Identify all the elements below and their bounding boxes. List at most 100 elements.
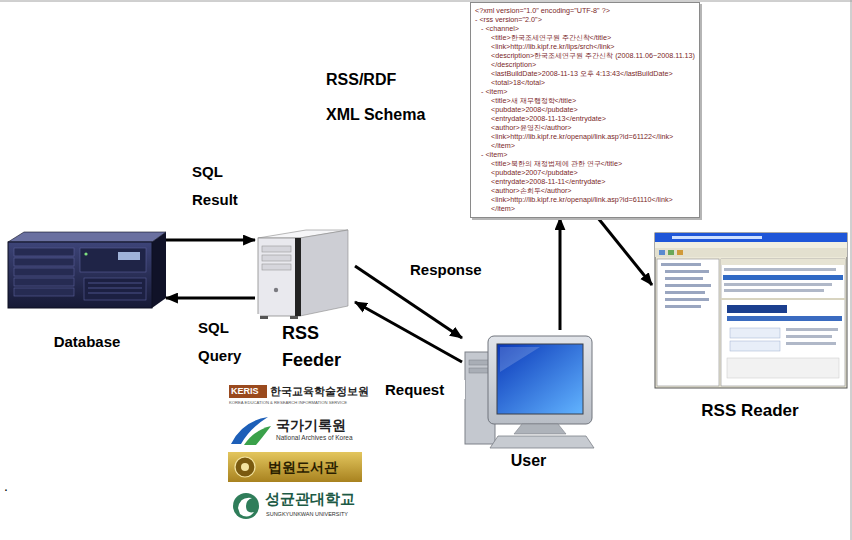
xml-line: <entrydate>2008-11-11</entrydate> (475, 177, 695, 186)
rss-reader-screenshot-part (672, 236, 762, 239)
skku-logo-mark-part (233, 493, 259, 519)
xml-line: </item> (475, 204, 695, 213)
rss-feeder-server-picture-part (258, 238, 300, 316)
xml-line: <link>http://lib.kipf.re.kr/lips/srch</l… (475, 42, 695, 51)
rss-reader-screenshot-part (727, 358, 839, 378)
user-computer-picture-part (490, 436, 594, 448)
keris-logo-mark (229, 385, 267, 398)
rss-reader-screenshot-part (655, 242, 847, 248)
database-server-picture-part (14, 248, 74, 256)
rss-reader-screenshot-part (724, 283, 832, 286)
xml-line: <?xml version="1.0" encoding="UTF-8" ?> (475, 6, 695, 15)
court-library-logo-band-part (241, 463, 249, 471)
database-server-picture-part (84, 252, 87, 255)
user-node: User (462, 330, 595, 473)
node-label: RSS Reader (652, 401, 848, 421)
frame-line-part (0, 1, 852, 2)
rss-feeder-server-picture-part (300, 230, 348, 316)
database-server-picture-part (118, 252, 140, 260)
skku-logo-mark-part (238, 498, 254, 517)
rss-reader-screenshot-part (665, 305, 701, 308)
database-server-picture-part (14, 288, 74, 296)
arrow-connector (166, 239, 255, 242)
keris-logo-mark-part (229, 385, 267, 398)
logo-text: KERIS (231, 386, 259, 397)
rss-reader-screenshot-part (665, 270, 709, 273)
rss-feeder-node: RSS Feeder (255, 228, 355, 376)
rss-reader-screenshot-part (786, 342, 836, 345)
rss-reader-screenshot-part (730, 328, 780, 338)
rss-reader-screenshot-part (659, 250, 665, 255)
rss-reader-screenshot-part (727, 316, 842, 321)
court-library-logo-band (228, 452, 362, 482)
rss-reader-screenshot-part (723, 275, 843, 280)
edge-label: SQL Result (192, 158, 254, 214)
rss-reader-screenshot-part (657, 259, 719, 386)
rss-feeder-server-picture-part (260, 316, 268, 319)
rss-feeder-server-picture-part (290, 316, 298, 319)
database-server-picture (8, 232, 166, 308)
xml-line: <title>새 재무행정학</title> (475, 96, 695, 105)
section-label: RSS/RDF (326, 70, 396, 89)
xml-line: <entrydate>2008-11-13</entrydate> (475, 114, 695, 123)
xml-line: - <item> (475, 150, 695, 159)
rss-reader-screenshot-part (786, 328, 838, 331)
logo-text: 법원도서관 (268, 459, 338, 476)
rss-reader-screenshot-part (665, 291, 705, 294)
xml-line: <lastBuildDate>2008-11-13 오후 4:13:43</la… (475, 69, 695, 78)
xml-line: <pubdate>2008</pubdate> (475, 105, 695, 114)
database-node: Database (8, 230, 166, 353)
database-server-picture-part (152, 232, 166, 308)
national-archives-logo-mark (231, 417, 271, 445)
frame-line-part (851, 0, 852, 540)
xml-line: - <item> (475, 87, 695, 96)
database-server-picture-part (14, 278, 74, 286)
rss-reader-screenshot-part (665, 284, 711, 287)
rss-reader-screenshot-part (724, 289, 824, 292)
rss-feeder-server-picture-part (295, 238, 301, 316)
rss-reader-screenshot-part (721, 259, 845, 265)
user-computer-picture-part (497, 344, 583, 414)
arrow-connector (166, 297, 255, 300)
xml-line: <description>한국조세연구원 주간신착 (2008.11.06~20… (475, 51, 695, 69)
user-computer-picture (465, 336, 594, 448)
rss-reader-screenshot-part (721, 298, 845, 300)
rss-reader-screenshot-part (665, 298, 709, 301)
edge-label: Request (385, 380, 465, 399)
arrow-connector (355, 302, 462, 362)
rss-feeder-server-picture-part (262, 246, 291, 252)
database-server-picture-part (14, 268, 74, 276)
logo-text: 한국교육학술정보원 (270, 385, 369, 398)
user-computer-picture-part (514, 424, 566, 434)
edge-label: SQL Query (198, 314, 260, 370)
rss-reader-screenshot-part (786, 335, 832, 338)
arrow-connector (598, 218, 652, 285)
rss-reader-screenshot-part (724, 268, 836, 271)
rss-reader-screenshot-part (655, 233, 847, 388)
database-server-picture-part (84, 278, 146, 300)
node-label: Database (8, 333, 166, 351)
xml-line: </item> (475, 141, 695, 150)
database-server-picture-part (88, 283, 142, 284)
xml-line: - <channel> (475, 24, 695, 33)
xml-line: <total>18</total> (475, 78, 695, 87)
rss-reader-screenshot-part (727, 305, 787, 313)
xml-document-box: <?xml version="1.0" encoding="UTF-8" ?> -… (470, 2, 700, 218)
user-computer-picture-part (500, 347, 540, 372)
node-label: User (462, 451, 595, 471)
logo-text: 국가기록원 (276, 417, 346, 434)
logo-subtext: SUNGKYUNKWAN UNIVERSITY (266, 511, 348, 518)
arrow-connector (559, 218, 562, 330)
user-computer-picture-part (488, 336, 592, 424)
xml-line: <link>http://lib.kipf.re.kr/openapi/link… (475, 195, 695, 204)
court-library-logo-band-part (235, 457, 255, 477)
rss-feeder-server-picture (258, 230, 348, 319)
stray-mark: . (4, 478, 8, 495)
database-server-picture-part (88, 293, 142, 294)
database-server-picture-part (88, 288, 142, 289)
xml-line: <title>북한의 재정법제에 관한 연구</title> (475, 159, 695, 168)
rss-reader-screenshot (655, 233, 847, 388)
xml-line: <link>http://lib.kipf.re.kr/openapi/link… (475, 132, 695, 141)
database-server-picture-part (8, 242, 152, 308)
